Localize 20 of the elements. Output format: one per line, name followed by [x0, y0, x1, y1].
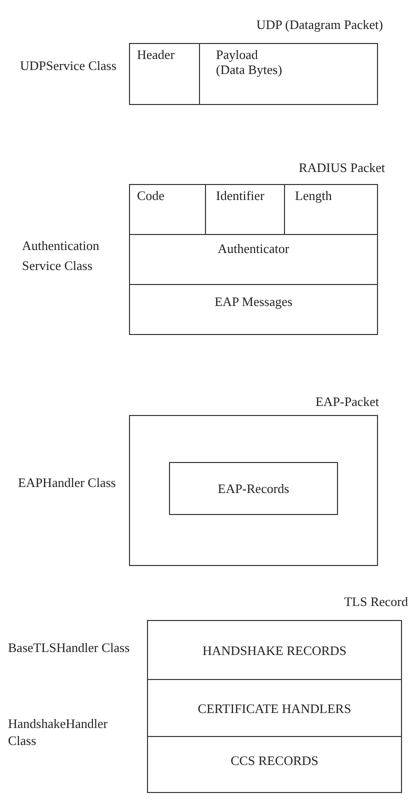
- packet-field: Payload (Data Bytes): [200, 44, 377, 104]
- packet-title: RADIUS Packet: [298, 160, 385, 175]
- packet-title: UDP (Datagram Packet): [256, 17, 383, 32]
- class-label: UDPService Class: [20, 58, 118, 73]
- record-row: CERTIFICATE HANDLERS: [148, 680, 401, 737]
- packet-title: TLS Record: [344, 594, 408, 609]
- packet-title: EAP-Packet: [315, 394, 379, 409]
- packet-field: Length: [285, 185, 377, 235]
- class-label: HandshakeHandler Class: [8, 715, 109, 749]
- packet-field: Identifier: [206, 185, 285, 235]
- packet-field: EAP Messages: [130, 285, 377, 334]
- record-box: EAP-Records: [169, 462, 338, 515]
- packet-field: Header: [130, 44, 200, 104]
- class-label: EAPHandler Class: [18, 475, 117, 490]
- packet-field: Code: [130, 185, 206, 235]
- record-row: CCS RECORDS: [148, 737, 401, 792]
- class-label: Authentication Service Class: [22, 237, 100, 275]
- record-row: HANDSHAKE RECORDS: [148, 621, 401, 680]
- packet-field: Authenticator: [130, 235, 377, 285]
- class-label: BaseTLSHandler Class: [8, 640, 131, 655]
